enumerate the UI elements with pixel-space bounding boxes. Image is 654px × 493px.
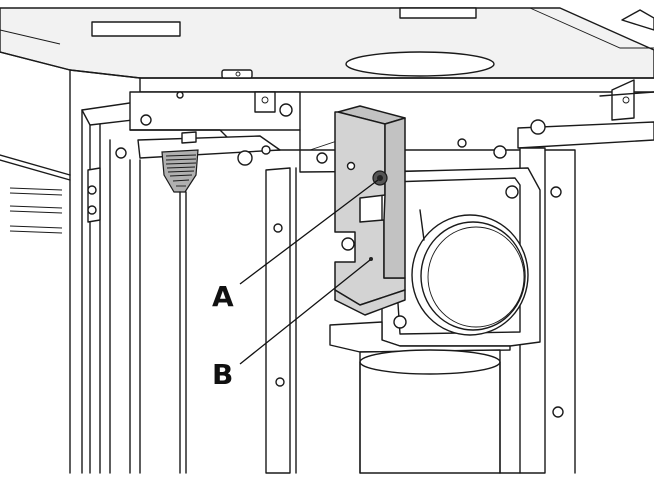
callout-b: B: [212, 259, 371, 391]
cover-round-opening: [345, 51, 495, 77]
cover-latch: [221, 69, 253, 79]
lower-duct: [329, 321, 521, 474]
callout-label-a: A: [212, 280, 234, 313]
ribbed-strip: [161, 149, 199, 474]
flue-collar: [381, 167, 541, 347]
bracket-hole: [341, 237, 355, 251]
callout-a: A: [212, 179, 379, 313]
frame-nut: [530, 119, 546, 135]
hinge-nut: [237, 150, 253, 166]
callout-label-b: B: [212, 358, 233, 391]
frame-screw: [87, 185, 97, 195]
frame-screw: [87, 205, 97, 215]
leader-line-a: [239, 179, 379, 285]
flue-pipe-inner: [420, 221, 526, 331]
mounting-bracket: [334, 105, 406, 316]
upper-rail: [129, 91, 301, 166]
left-side-panel: [0, 154, 71, 474]
frame-screw: [115, 147, 127, 159]
collar-screw: [393, 315, 407, 329]
collar-screw: [505, 185, 519, 199]
cover-slot-left: [91, 21, 181, 37]
cover-slot-right: [399, 7, 477, 19]
leader-line-b: [239, 259, 371, 365]
